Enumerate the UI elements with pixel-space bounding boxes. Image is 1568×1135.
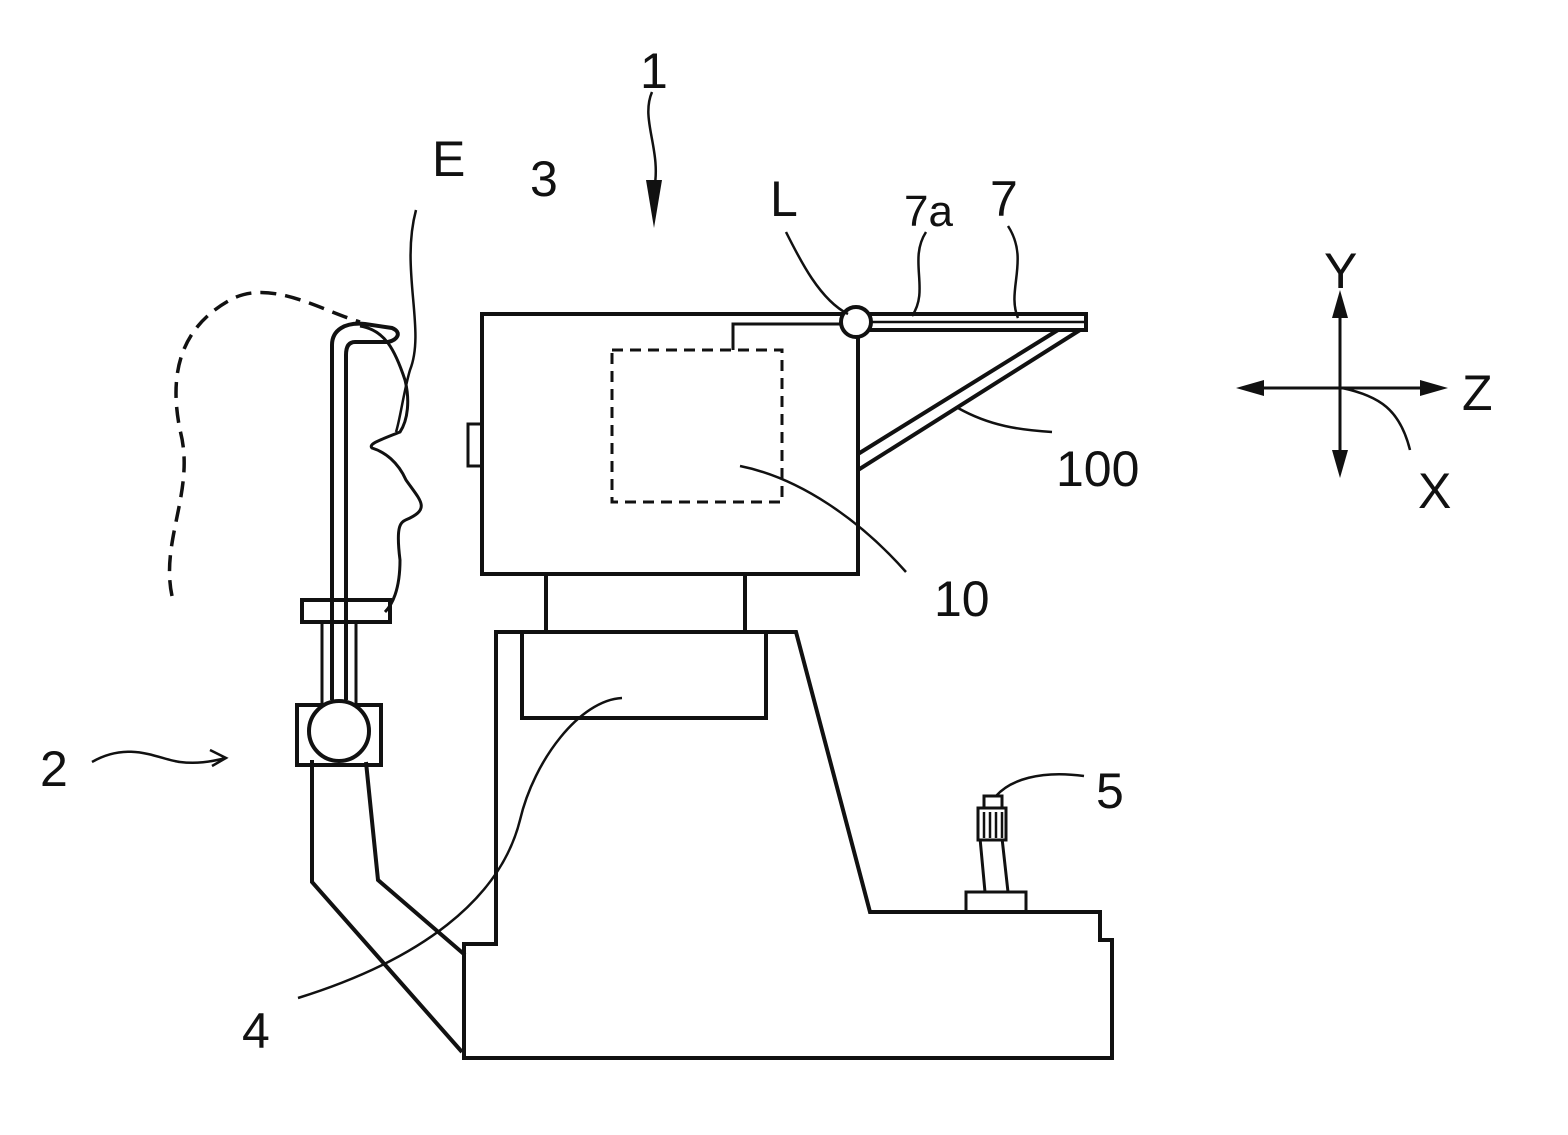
label-axis-y: Y	[1324, 243, 1357, 299]
internal-unit	[612, 350, 782, 502]
label-support-arm: 100	[1056, 441, 1139, 497]
label-axis-x: X	[1418, 463, 1451, 519]
label-device: 1	[640, 43, 668, 99]
leader-lines	[92, 92, 1410, 998]
support-arm	[858, 330, 1080, 470]
label-display-surface: 7a	[904, 187, 953, 236]
label-chin-rest: 2	[40, 741, 68, 797]
label-internal-unit: 10	[934, 571, 990, 627]
chin-rest-knob	[309, 701, 369, 761]
chin-rest-assembly	[297, 324, 465, 1052]
arrow-right-icon	[1420, 380, 1448, 396]
arrow-down-icon	[1332, 450, 1348, 478]
base-body	[464, 632, 1112, 1058]
label-base-stage: 4	[242, 1003, 270, 1059]
label-joystick: 5	[1096, 763, 1124, 819]
measurement-head	[482, 314, 858, 574]
label-hinge: L	[770, 171, 798, 227]
base-stage	[522, 632, 766, 718]
display-panel	[868, 314, 1086, 330]
label-eye: E	[432, 131, 465, 187]
joystick	[966, 796, 1026, 912]
objective-lens	[468, 424, 482, 466]
coordinate-axes	[1236, 290, 1448, 478]
internal-cable	[733, 324, 846, 350]
head-neck	[546, 574, 745, 632]
arrow-down-icon	[646, 180, 662, 228]
label-axis-z: Z	[1462, 365, 1493, 421]
arrow-left-icon	[1236, 380, 1264, 396]
label-measurement-head: 3	[530, 151, 558, 207]
label-display: 7	[990, 171, 1018, 227]
